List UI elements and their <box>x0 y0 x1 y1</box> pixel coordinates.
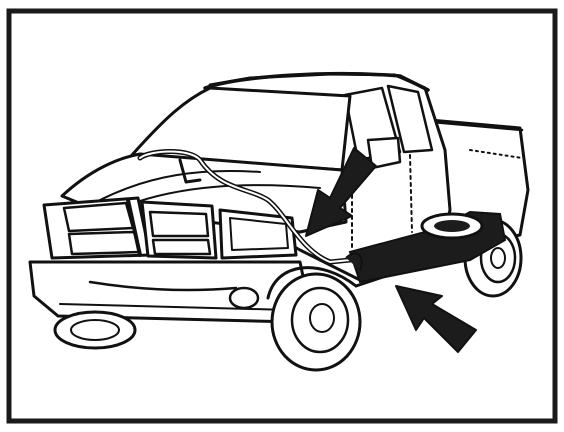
fog-light <box>230 288 258 308</box>
front-grille <box>44 198 216 258</box>
front-right-wheel <box>272 274 360 370</box>
front-left-wheel <box>55 312 135 348</box>
front-bumper <box>30 262 308 322</box>
arrow-up-left-icon <box>396 286 476 352</box>
